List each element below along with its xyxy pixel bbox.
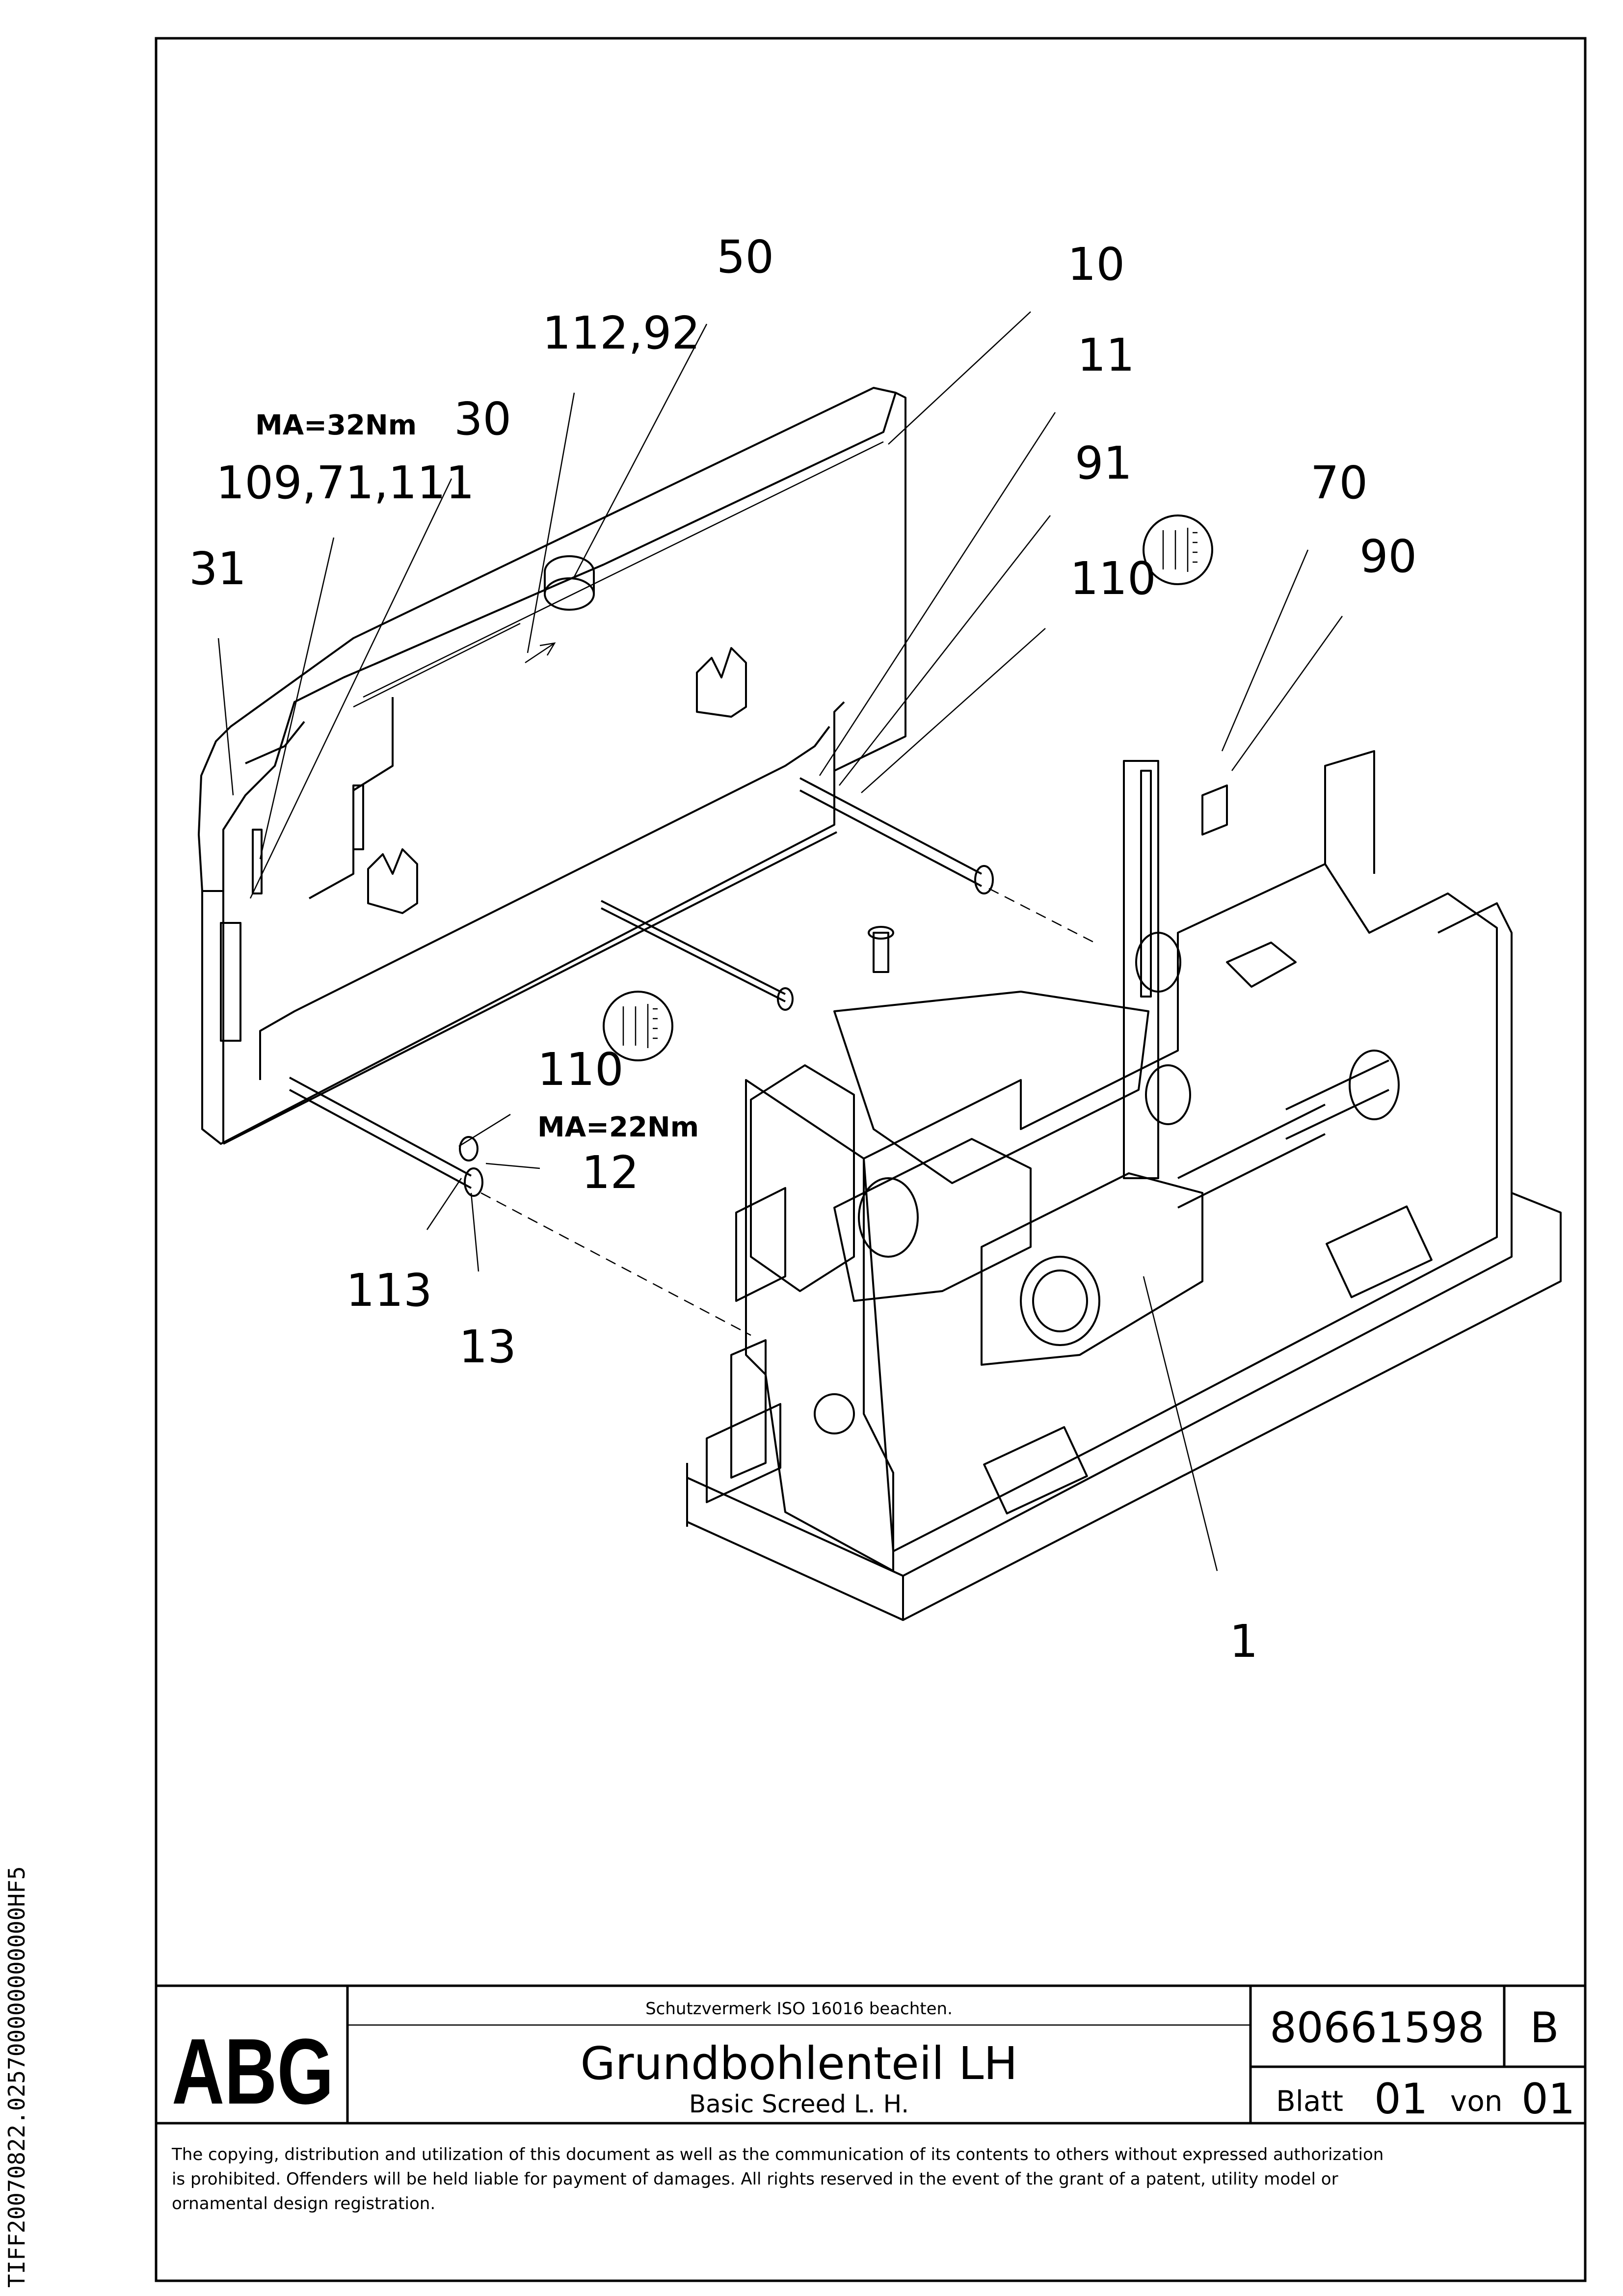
of-label: von — [1450, 2084, 1503, 2118]
callout-label: 113 — [346, 1264, 432, 1317]
callout-label: 1 — [1229, 1615, 1258, 1668]
sheet-total: 01 — [1521, 2075, 1575, 2124]
drawing-title-de: Grundbohlenteil LH — [580, 2037, 1017, 2090]
callout-label: 112,92 — [542, 307, 700, 359]
sheet-label: Blatt — [1276, 2084, 1343, 2118]
guide-rods — [289, 777, 1095, 1336]
callout-label: 13 — [459, 1321, 516, 1373]
revision-letter: B — [1530, 2003, 1559, 2053]
drawing-number: 80661598 — [1270, 2003, 1485, 2053]
sheet-number: 01 — [1374, 2075, 1428, 2124]
company-logo: ABG — [172, 2020, 334, 2124]
callout-label: 31 — [189, 542, 246, 595]
copyright-line: ornamental design registration. — [172, 2194, 435, 2214]
main-assembly — [686, 750, 1562, 1621]
side-document-code: TIFF20070822.025700000000000HF5 — [3, 1866, 30, 2288]
protection-note: Schutzvermerk ISO 16016 beachten. — [645, 1999, 953, 2019]
drawing-frame — [155, 37, 1587, 2282]
title-block — [156, 1986, 1585, 2125]
screed-plate — [198, 387, 906, 1145]
callout-label: 110 — [537, 1043, 624, 1096]
callout-label: 30 — [454, 393, 511, 445]
callout-label: 70 — [1310, 457, 1368, 509]
callout-label: 109,71,111 — [216, 457, 475, 509]
callout-label: 11 — [1077, 329, 1135, 381]
torque-spec: MA=32Nm — [255, 409, 417, 441]
callout-label: 10 — [1067, 238, 1125, 291]
drawing-title-en: Basic Screed L. H. — [689, 2090, 909, 2118]
callout-label: 91 — [1075, 437, 1132, 489]
leader-lines — [217, 311, 1343, 1571]
copyright-line: is prohibited. Offenders will be held li… — [172, 2169, 1338, 2189]
callout-label: 90 — [1359, 530, 1417, 583]
callout-label: 110 — [1070, 552, 1156, 605]
grease-symbol-icon — [603, 991, 673, 1061]
torque-spec: MA=22Nm — [537, 1111, 699, 1143]
copyright-line: The copying, distribution and utilizatio… — [171, 2145, 1384, 2164]
callout-label: 50 — [717, 231, 774, 283]
callout-label: 12 — [582, 1146, 639, 1199]
grease-symbol-icon — [1143, 514, 1213, 585]
